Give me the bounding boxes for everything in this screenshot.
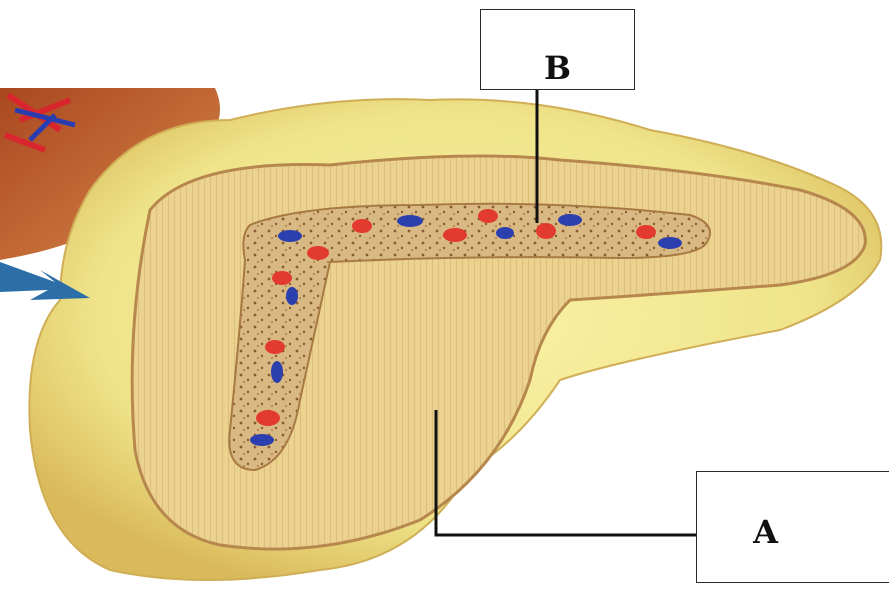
label-box-a: A	[696, 471, 889, 583]
red-vessel	[478, 209, 498, 223]
red-vessel	[352, 219, 372, 233]
red-vessel	[272, 271, 292, 285]
blue-vessel	[496, 227, 514, 239]
blue-vessel	[658, 237, 682, 249]
red-vessel	[265, 340, 285, 354]
red-vessel	[256, 410, 280, 426]
blue-vessel	[250, 434, 274, 446]
blue-vessel	[271, 361, 283, 383]
label-b: B	[544, 49, 571, 87]
blue-vessel	[397, 215, 423, 227]
label-a: A	[753, 513, 778, 551]
label-box-b: B	[480, 9, 635, 90]
red-vessel	[536, 223, 556, 239]
blue-vessel	[286, 287, 298, 305]
red-vessel	[307, 246, 329, 260]
red-vessel	[636, 225, 656, 239]
red-vessel	[443, 228, 467, 242]
blue-vessel	[558, 214, 582, 226]
blue-vessel	[278, 230, 302, 242]
